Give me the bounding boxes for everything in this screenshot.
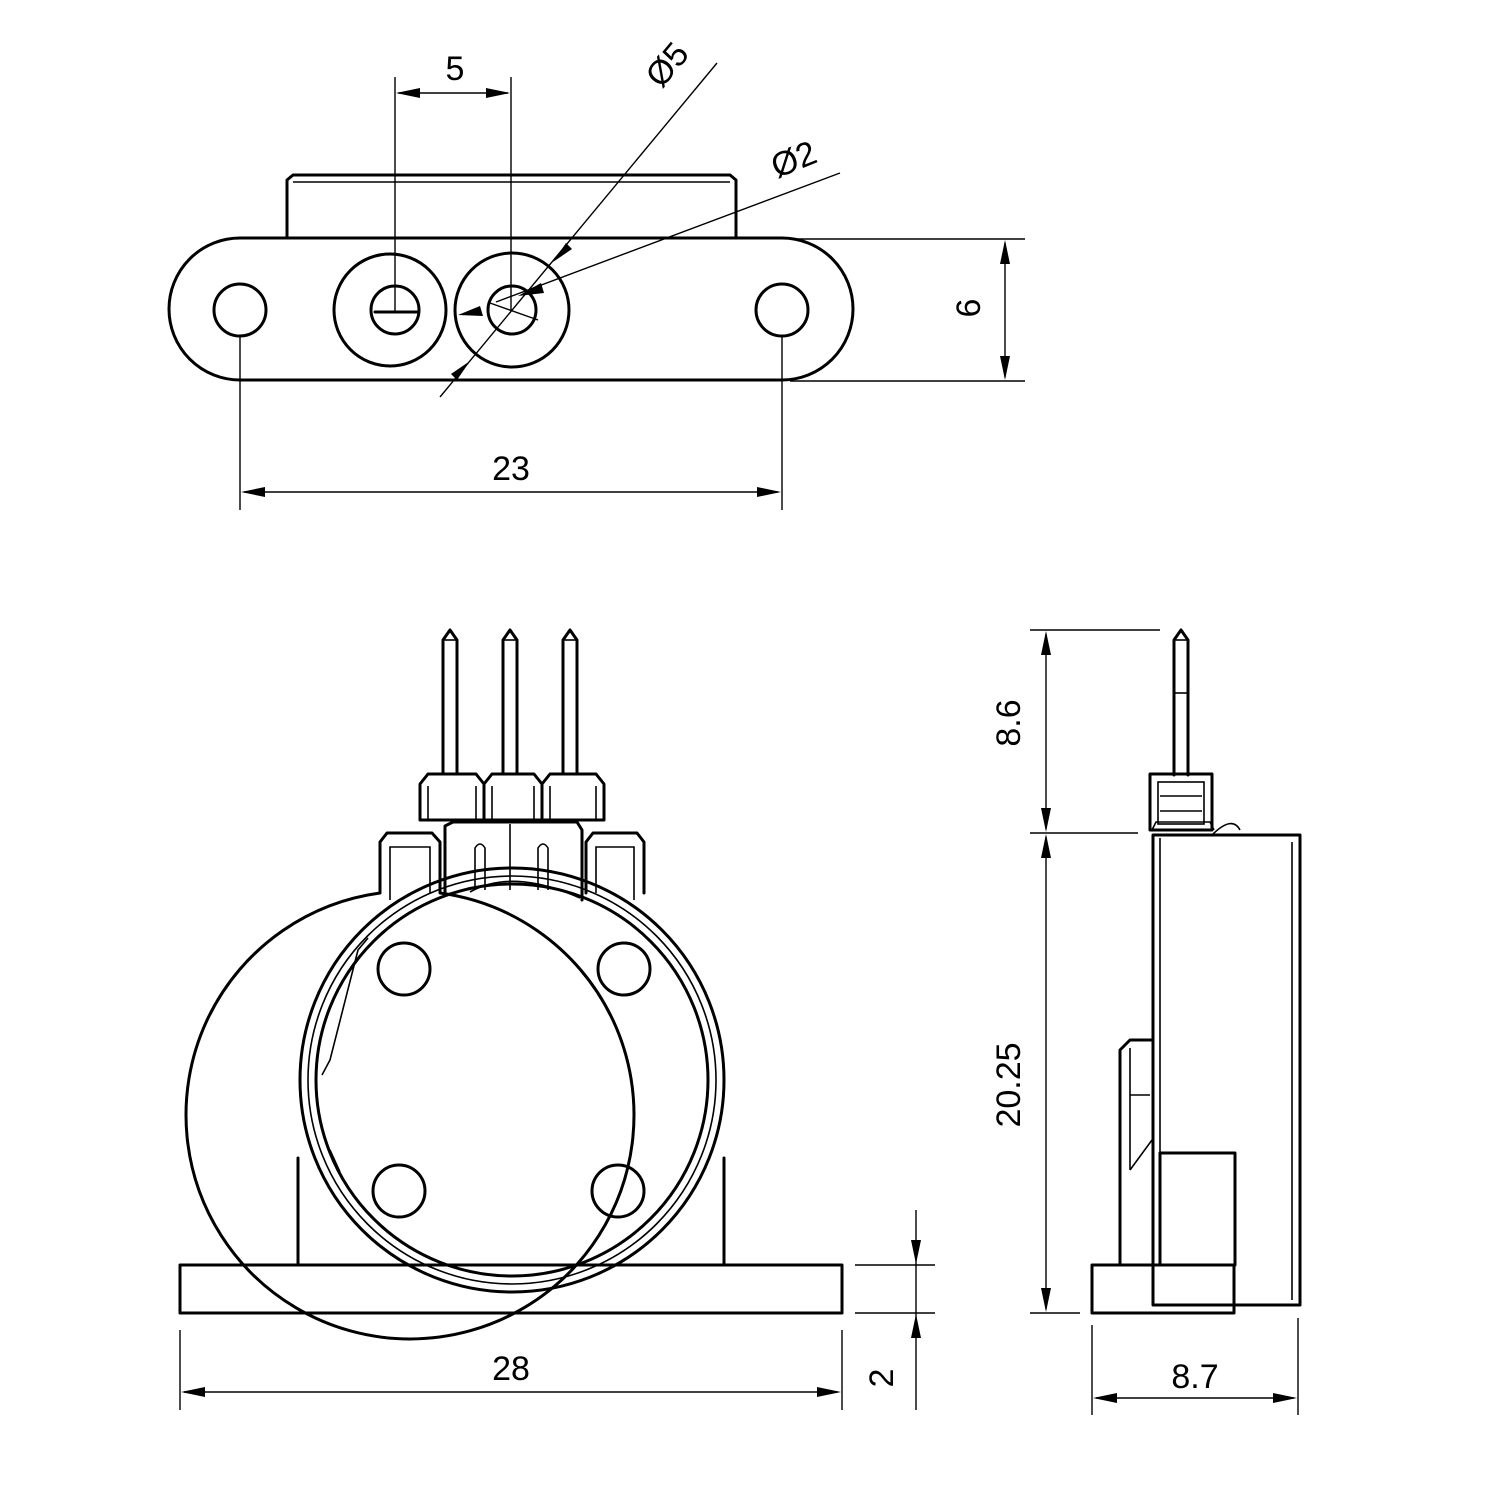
dim-label-pin-length: 8.6 (990, 699, 1028, 746)
front-view (178, 628, 935, 1410)
face-hole-bl (371, 1163, 427, 1219)
dim-label-flange-height: 6 (950, 299, 988, 318)
dim-label-outer-diameter: Ø5 (638, 35, 696, 94)
shaft-left-outer (332, 252, 448, 368)
mount-hole-left (212, 282, 268, 338)
front-base (178, 1263, 844, 1315)
face-hole-tr (596, 941, 652, 997)
pin-left (441, 628, 459, 777)
top-view (167, 62, 1025, 510)
face-hole-br (590, 1163, 646, 1219)
side-base (1090, 1263, 1236, 1315)
side-view (1030, 628, 1302, 1415)
shaft-right-outer (453, 251, 571, 369)
dim-label-body-height: 20.25 (990, 1042, 1028, 1127)
face-hole-tl (376, 941, 432, 997)
front-housing-outer (184, 831, 636, 1341)
dim-label-base-thickness: 2 (863, 1369, 901, 1388)
pin-right (561, 628, 579, 777)
dim-label-hole-spacing: 5 (446, 50, 465, 88)
dim-label-depth: 8.7 (1171, 1358, 1218, 1396)
shaft-right-inner (486, 284, 538, 336)
side-body (1151, 833, 1302, 1307)
dim-label-mounting-spacing: 23 (492, 450, 530, 488)
front-face (314, 882, 710, 1278)
mount-hole-right (754, 282, 810, 338)
dim-label-inner-diameter: Ø2 (766, 134, 822, 186)
dim-label-base-width: 28 (492, 1350, 530, 1388)
pin-center (501, 628, 519, 777)
